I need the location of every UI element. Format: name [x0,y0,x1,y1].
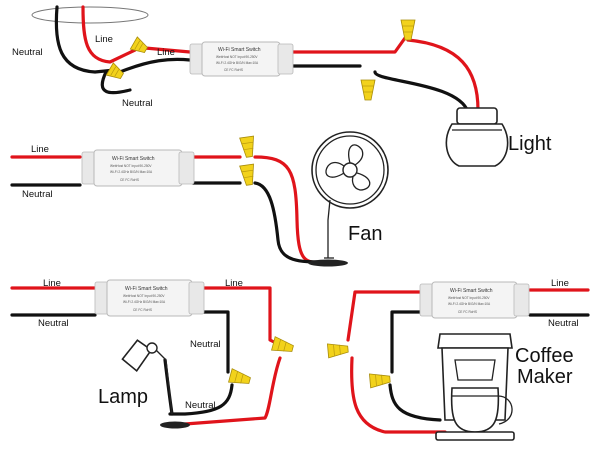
line-wire-out [291,36,407,54]
wire-nut [368,373,391,389]
switch-spec: WebHost NOT Input:90-250V [216,55,258,59]
panel-lamp: Line Line Neutral Neutral Neutral Wi-Fi … [10,278,294,429]
label-line-4: Line [43,278,61,289]
neutral-wire-supply [54,5,117,74]
neutral-wire-to-light [373,70,470,114]
line-wire-out [201,286,282,347]
light-fixture [445,107,509,167]
label-line-1: Line [95,34,113,45]
smart-switch: Wi-Fi Smart Switch WebHost NOT Input:90-… [94,279,205,317]
line-wire-to-lamp [183,356,282,426]
wire-nut [228,368,251,384]
neutral-wire-in [390,310,422,374]
line-wire-supply [81,5,137,64]
panel-light: Line Line Neutral Neutral Wi-Fi Smart Sw… [12,5,552,167]
wire-nut [271,336,294,352]
device-label-coffee: Coffee [515,345,574,367]
neutral-wire-out [201,310,230,374]
switch-mark: CE FC RoHS [133,308,152,312]
wire-nut [326,343,349,359]
switch-title: Wi-Fi Smart Switch [112,156,155,162]
neutral-wire-to-switch [118,57,192,74]
switch-spec: WebHost NOT Input:90-250V [123,294,165,298]
wire-nut [239,163,254,186]
label-line-3: Line [31,144,49,155]
label-line-2: Line [157,47,175,58]
switch-spec: WebHost NOT Input:90-250V [110,164,152,168]
smart-switch: Wi-Fi Smart Switch WebHost NOT Input:90-… [419,281,530,319]
line-wire-to-switch [143,46,192,54]
label-neutral-3: Neutral [22,189,53,200]
label-line-6: Line [551,278,569,289]
fan [308,131,389,267]
label-neutral-7: Neutral [548,318,579,329]
switch-spec: Wi-Fi 2.4GHz B/G/N Max:10A [216,61,259,65]
label-neutral-2: Neutral [122,98,153,109]
line-wire-to-light [406,38,480,112]
smart-switch: Wi-Fi Smart Switch WebHost NOT Input:90-… [81,149,195,187]
label-line-5: Line [225,278,243,289]
label-neutral-4: Neutral [38,318,69,329]
wire-nut [105,62,124,80]
desk-lamp [121,339,190,429]
switch-title: Wi-Fi Smart Switch [450,288,493,294]
device-label-light: Light [508,133,552,155]
switch-spec: Wi-Fi 2.4GHz B/G/N Max:10A [448,302,491,306]
wire-nut [400,19,416,41]
neutral-wire-to-coffee [388,383,442,422]
switch-spec: WebHost NOT Input:90-250V [448,296,490,300]
device-label-lamp: Lamp [98,386,148,408]
switch-spec: Wi-Fi 2.4GHz B/G/N Max:10A [110,170,153,174]
switch-title: Wi-Fi Smart Switch [218,47,261,53]
device-label-fan: Fan [348,223,382,245]
panel-fan: Line Neutral Wi-Fi Smart Switch WebHost … [10,131,389,267]
neutral-wire-to-fan [253,181,327,264]
label-neutral-5: Neutral [190,339,221,350]
neutral-wire-return [100,70,132,95]
switch-mark: CE FC RoHS [458,310,477,314]
ceiling-box [31,6,149,24]
wire-nut [239,135,254,158]
line-wire-in [346,290,422,342]
label-neutral-1: Neutral [12,47,43,58]
wire-nut [129,36,148,54]
coffee-maker [435,333,515,441]
line-wire-to-coffee [350,356,447,434]
device-label-maker: Maker [517,366,573,388]
switch-mark: CE FC RoHS [120,178,139,182]
label-neutral-6: Neutral [185,400,216,411]
panel-coffee-maker: Line Neutral Wi-Fi Smart Switch WebHost … [326,278,590,441]
switch-title: Wi-Fi Smart Switch [125,286,168,292]
neutral-wire-to-lamp [168,383,234,416]
switch-spec: Wi-Fi 2.4GHz B/G/N Max:10A [123,300,166,304]
smart-switch: Wi-Fi Smart Switch WebHost NOT Input:90-… [189,41,294,77]
wire-nut [360,79,376,101]
switch-mark: CE FC RoHS [224,68,243,72]
